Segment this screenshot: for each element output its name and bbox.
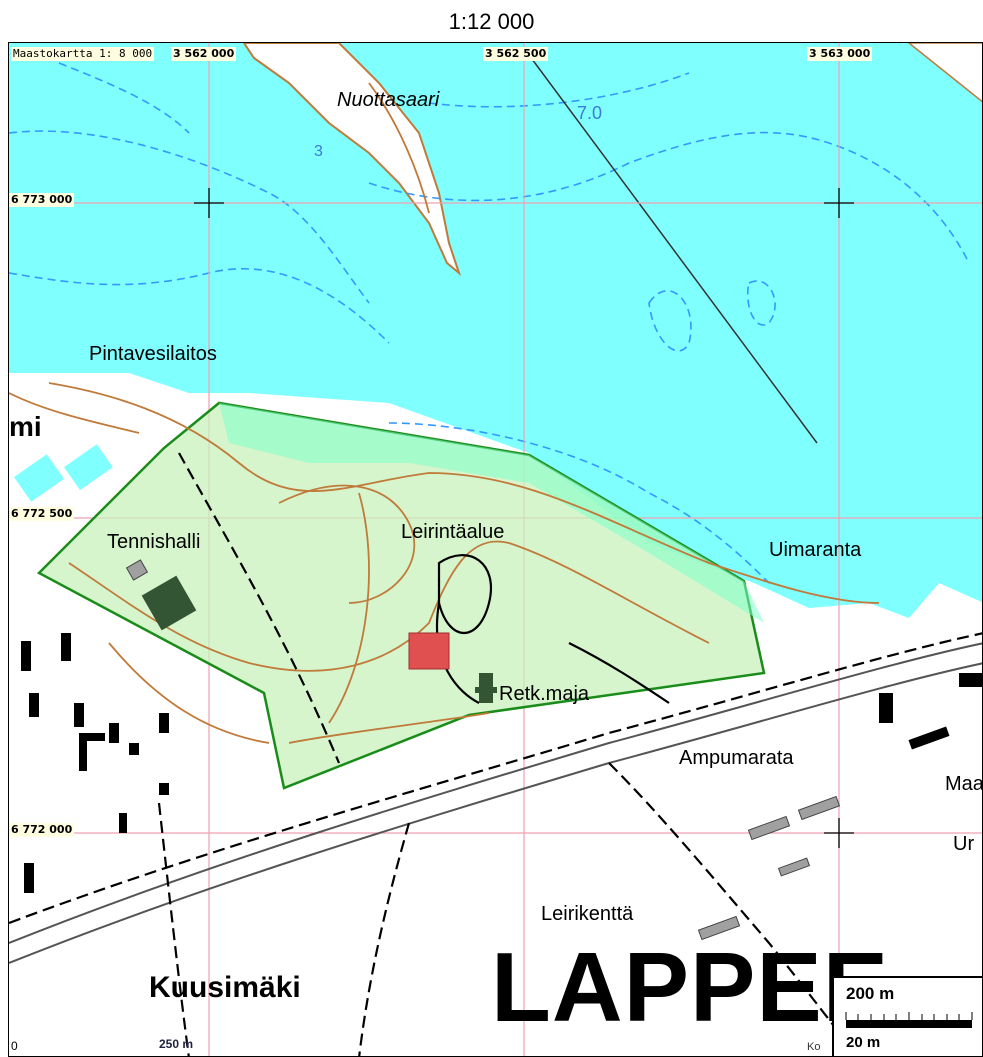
place-label-lappeenranta: LAPPEE — [491, 932, 890, 1042]
grid-label-easting: 3 563 000 — [807, 47, 873, 61]
grid-label-northing: 6 772 500 — [9, 507, 75, 521]
scale-bar-top-label: 200 m — [846, 984, 895, 1003]
lake-water — [9, 43, 982, 618]
place-label-leirikentta: Leirikenttä — [541, 903, 634, 925]
location-marker — [408, 632, 450, 670]
scale-bar: 200 m 20 m — [832, 976, 982, 1056]
place-label-retk-maja: Retk.maja — [499, 683, 590, 705]
depth-label: 7.0 — [577, 103, 603, 123]
place-label-ko: Ko — [807, 1041, 821, 1053]
island-nuottasaari — [242, 43, 462, 277]
place-label-kuusimaki: Kuusimäki — [149, 971, 301, 1004]
place-label-uimaranta: Uimaranta — [769, 539, 862, 561]
place-label-leirintaalue: Leirintäalue — [401, 521, 505, 543]
small-scale-zero: 0 — [11, 1039, 18, 1053]
place-label-mi: mi — [9, 411, 42, 442]
scale-bar-ruler — [845, 1012, 973, 1028]
place-label-ampumarata: Ampumarata — [679, 747, 794, 769]
grid-label-northing: 6 773 000 — [9, 193, 75, 207]
contour-label: 3 — [314, 143, 323, 160]
map-scale-title: 1:12 000 — [448, 9, 535, 34]
place-label-maa: Maa — [945, 773, 983, 795]
small-scale-label: 250 m — [159, 1037, 194, 1051]
grid-label-northing: 6 772 000 — [9, 823, 75, 837]
grid-label-easting: 3 562 000 — [171, 47, 237, 61]
place-label-pintavesilaitos: Pintavesilaitos — [89, 343, 217, 365]
grid-label-easting: 3 562 500 — [483, 47, 549, 61]
place-label-nuottasaari: Nuottasaari — [337, 89, 440, 111]
map-series-label: Maastokartta 1: 8 000 — [11, 47, 155, 61]
map-graphics — [9, 43, 982, 1056]
scale-bar-bottom-label: 20 m — [846, 1034, 881, 1051]
place-label-tennishalli: Tennishalli — [107, 531, 201, 553]
map-canvas[interactable]: Maastokartta 1: 8 000 3 562 000 3 562 50… — [8, 42, 983, 1057]
place-label-ur: Ur — [953, 833, 975, 855]
